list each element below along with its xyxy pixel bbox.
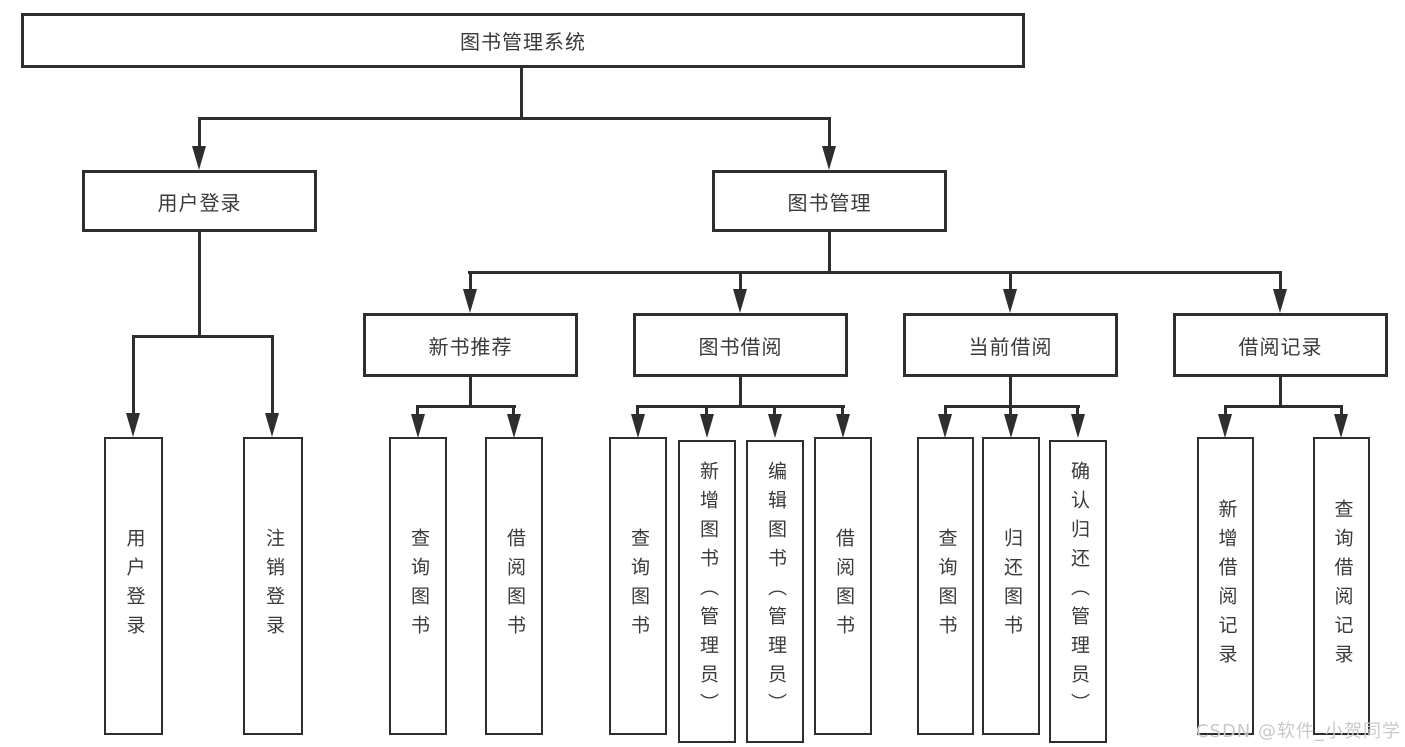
- node-label: 用户登录: [157, 190, 242, 215]
- arrow-down-icon: [1004, 414, 1018, 438]
- leaf-return-book: 归还图书: [982, 437, 1040, 735]
- connector-line: [469, 271, 472, 289]
- watermark: CSDN @软件_小贺同学: [1195, 721, 1401, 742]
- connector-line: [198, 232, 201, 335]
- connector-line: [944, 405, 947, 415]
- connector-line: [1340, 405, 1343, 415]
- connector-line: [1224, 405, 1227, 415]
- leaf-confirm-return-admin: 确认归还（管理员）: [1049, 440, 1107, 743]
- node-label: 注销登录: [262, 528, 285, 644]
- connector-line: [1224, 405, 1343, 408]
- arrow-down-icon: [192, 146, 206, 170]
- arrow-down-icon: [822, 146, 836, 170]
- node-root: 图书管理系统: [21, 13, 1025, 68]
- connector-line: [636, 405, 639, 415]
- node-label: 新增借阅记录: [1215, 499, 1238, 673]
- connector-line: [1009, 271, 1012, 289]
- node-label: 编辑图书（管理员）: [764, 461, 787, 722]
- arrow-down-icon: [507, 414, 521, 438]
- arrow-down-icon: [631, 414, 645, 438]
- node-label: 新书推荐: [428, 334, 513, 359]
- node-label: 用户登录: [123, 528, 146, 644]
- connector-line: [271, 335, 274, 413]
- connector-line: [469, 377, 472, 408]
- node-label: 图书管理系统: [460, 30, 586, 54]
- connector-line: [198, 117, 201, 147]
- arrow-down-icon: [836, 414, 850, 438]
- connector-line: [416, 405, 419, 415]
- connector-line: [1009, 405, 1012, 415]
- node-label: 查询借阅记录: [1331, 499, 1354, 673]
- connector-line: [1076, 405, 1079, 415]
- connector-line: [520, 68, 523, 118]
- arrow-down-icon: [1273, 289, 1287, 313]
- node-label: 图书管理: [787, 190, 872, 215]
- node-label: 当前借阅: [968, 334, 1053, 359]
- arrow-down-icon: [1218, 414, 1232, 438]
- connector-line: [739, 377, 742, 408]
- node-label: 归还图书: [1000, 528, 1023, 644]
- leaf-query-books-1: 查询图书: [389, 437, 447, 735]
- arrow-down-icon: [265, 413, 279, 437]
- connector-line: [416, 405, 516, 408]
- node-label: 查询图书: [407, 528, 430, 644]
- connector-line: [828, 117, 831, 147]
- arrow-down-icon: [938, 414, 952, 438]
- connector-line: [944, 405, 1080, 408]
- leaf-borrow-books-1: 借阅图书: [485, 437, 543, 735]
- arrow-down-icon: [733, 289, 747, 313]
- node-label: 确认归还（管理员）: [1067, 461, 1090, 722]
- leaf-query-books-3: 查询图书: [917, 437, 974, 735]
- leaf-user-login: 用户登录: [104, 437, 163, 735]
- leaf-query-borrow-record: 查询借阅记录: [1313, 437, 1370, 735]
- node-user-login: 用户登录: [82, 170, 317, 232]
- connector-line: [828, 232, 831, 272]
- node-label: 新增图书（管理员）: [696, 461, 719, 722]
- arrow-down-icon: [463, 289, 477, 313]
- connector-line: [1279, 377, 1282, 408]
- connector-line: [1009, 377, 1012, 408]
- connector-line: [739, 271, 742, 289]
- leaf-query-books-2: 查询图书: [609, 437, 667, 735]
- arrow-down-icon: [1071, 414, 1085, 438]
- connector-line: [841, 405, 844, 415]
- leaf-add-borrow-record: 新增借阅记录: [1197, 437, 1254, 735]
- leaf-borrow-books-2: 借阅图书: [814, 437, 872, 735]
- node-new-book-recommend: 新书推荐: [363, 313, 578, 377]
- connector-line: [198, 117, 831, 120]
- node-label: 查询图书: [627, 528, 650, 644]
- node-label: 借阅图书: [832, 528, 855, 644]
- node-label: 图书借阅: [698, 334, 783, 359]
- node-current-borrow: 当前借阅: [903, 313, 1118, 377]
- arrow-down-icon: [411, 414, 425, 438]
- node-book-borrow: 图书借阅: [633, 313, 848, 377]
- arrow-down-icon: [126, 413, 140, 437]
- node-book-management: 图书管理: [712, 170, 947, 232]
- leaf-edit-book-admin: 编辑图书（管理员）: [746, 440, 804, 743]
- arrow-down-icon: [700, 414, 714, 438]
- connector-line: [132, 335, 274, 338]
- node-label: 借阅图书: [503, 528, 526, 644]
- connector-line: [705, 405, 708, 415]
- connector-line: [512, 405, 515, 415]
- node-borrow-records: 借阅记录: [1173, 313, 1388, 377]
- arrow-down-icon: [768, 414, 782, 438]
- arrow-down-icon: [1334, 414, 1348, 438]
- arrow-down-icon: [1003, 289, 1017, 313]
- connector-line: [1279, 271, 1282, 289]
- leaf-logout: 注销登录: [243, 437, 303, 735]
- leaf-add-book-admin: 新增图书（管理员）: [678, 440, 736, 743]
- connector-line: [636, 405, 845, 408]
- node-label: 查询图书: [935, 528, 958, 644]
- connector-line: [773, 405, 776, 415]
- connector-line: [468, 271, 1282, 274]
- node-label: 借阅记录: [1238, 334, 1323, 359]
- connector-line: [132, 335, 135, 413]
